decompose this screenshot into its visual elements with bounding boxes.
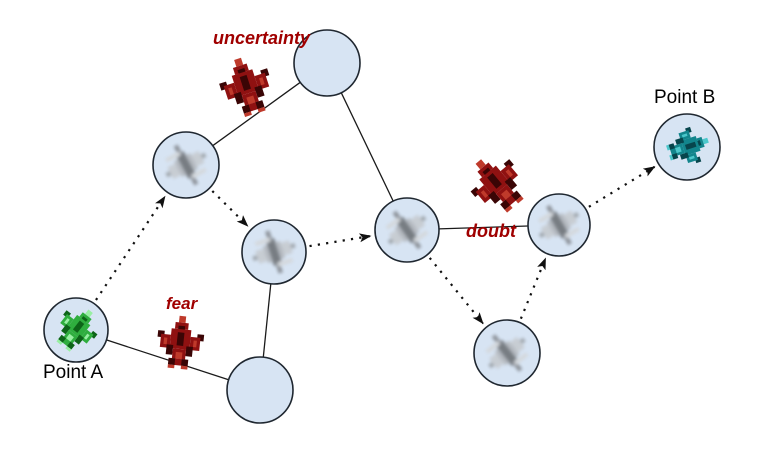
label-uncertainty: uncertainty [213, 28, 311, 48]
teal-ship-icon [666, 126, 709, 164]
label-fear: fear [166, 294, 198, 313]
station-icon [485, 334, 529, 372]
edge-n1-n3 [211, 190, 249, 227]
label-point-a: Point A [43, 362, 104, 383]
station-icon [165, 144, 207, 186]
edge-n1-n2 [212, 81, 301, 147]
node-n5 [226, 356, 294, 424]
edge-n4-n6 [438, 225, 529, 230]
uncertainty-ship-icon [219, 57, 270, 118]
node-n2 [293, 29, 361, 97]
doubt-ship-icon [470, 159, 524, 213]
edge-n3-n4 [309, 233, 372, 248]
edge-n2-n4 [340, 92, 394, 202]
edge-A-n5 [106, 339, 229, 381]
edge-n7-n6 [519, 257, 547, 320]
station-icon [385, 210, 429, 250]
edge-A-n1 [95, 195, 166, 301]
station-icon [537, 204, 581, 246]
label-doubt: doubt [466, 221, 516, 241]
fear-ship-icon [157, 315, 205, 370]
edge-n6-B [588, 165, 656, 208]
label-point-b: Point B [654, 87, 716, 108]
edge-n5-n3 [262, 283, 272, 358]
green-ship-icon [56, 309, 98, 352]
station-icon [252, 230, 296, 274]
edge-n4-n7 [428, 257, 484, 325]
